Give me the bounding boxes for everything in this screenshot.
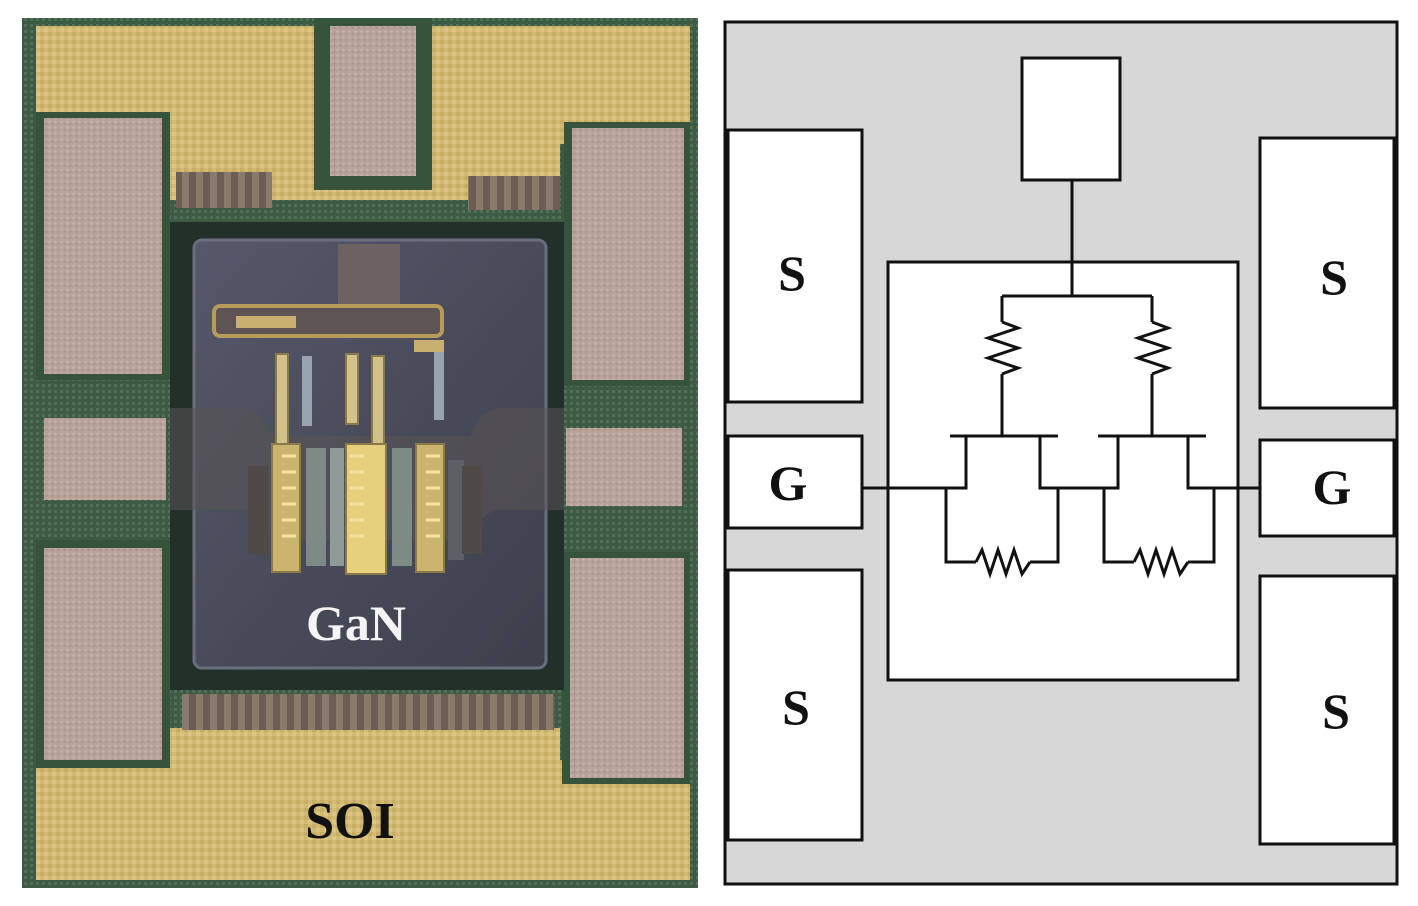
- pad-s-bottom-right: [1258, 574, 1396, 846]
- circuit: [862, 180, 1260, 579]
- pad-s-top-right: [1258, 136, 1396, 410]
- side-pads: [248, 466, 482, 554]
- label-s-top-left: S: [778, 245, 806, 301]
- drain-stub: [338, 244, 400, 314]
- left-pad-top: [44, 118, 162, 374]
- micrograph-panel: GaN SOI: [22, 18, 698, 888]
- via-row-top-right: [468, 176, 560, 210]
- gold-bottom-center-strip: [170, 728, 560, 768]
- right-pad-middle: [566, 428, 682, 506]
- label-g-left: G: [769, 455, 808, 511]
- die-box: [886, 260, 1240, 682]
- right-pad-bottom: [570, 558, 684, 778]
- right-pad-top: [572, 128, 684, 380]
- label-s-bottom-right: S: [1322, 683, 1350, 739]
- transistor-array-center: [345, 443, 412, 575]
- via-row-bottom: [182, 694, 554, 730]
- left-pad-middle: [44, 418, 166, 500]
- top-center-pad: [330, 26, 416, 176]
- left-pad-bottom: [44, 548, 162, 760]
- gan-label: GaN: [306, 595, 406, 651]
- resistor-left-gate: [974, 545, 1032, 579]
- pad-s-top-left: [726, 128, 864, 404]
- schematic-panel: S G S S G S: [723, 20, 1399, 886]
- resistor-right-drain: [1133, 320, 1173, 376]
- pad-s-bottom-left: [726, 568, 864, 842]
- via-row-top-left: [176, 172, 272, 208]
- label-g-right: G: [1313, 459, 1352, 515]
- transistor-array-left: [271, 443, 344, 573]
- pad-g-right: [1258, 438, 1396, 538]
- finger-ticks: [282, 454, 440, 538]
- label-s-top-right: S: [1320, 249, 1348, 305]
- pad-g-left: [726, 434, 864, 530]
- transistor-array-right: [415, 443, 464, 573]
- resistor-right-gate: [1132, 545, 1190, 579]
- drain-bar: [212, 304, 444, 338]
- drain-pad: [1020, 56, 1122, 182]
- resistor-left-drain: [983, 320, 1023, 376]
- soi-label: SOI: [305, 793, 395, 850]
- drain-bar-inner: [236, 316, 296, 328]
- label-s-bottom-left: S: [782, 679, 810, 735]
